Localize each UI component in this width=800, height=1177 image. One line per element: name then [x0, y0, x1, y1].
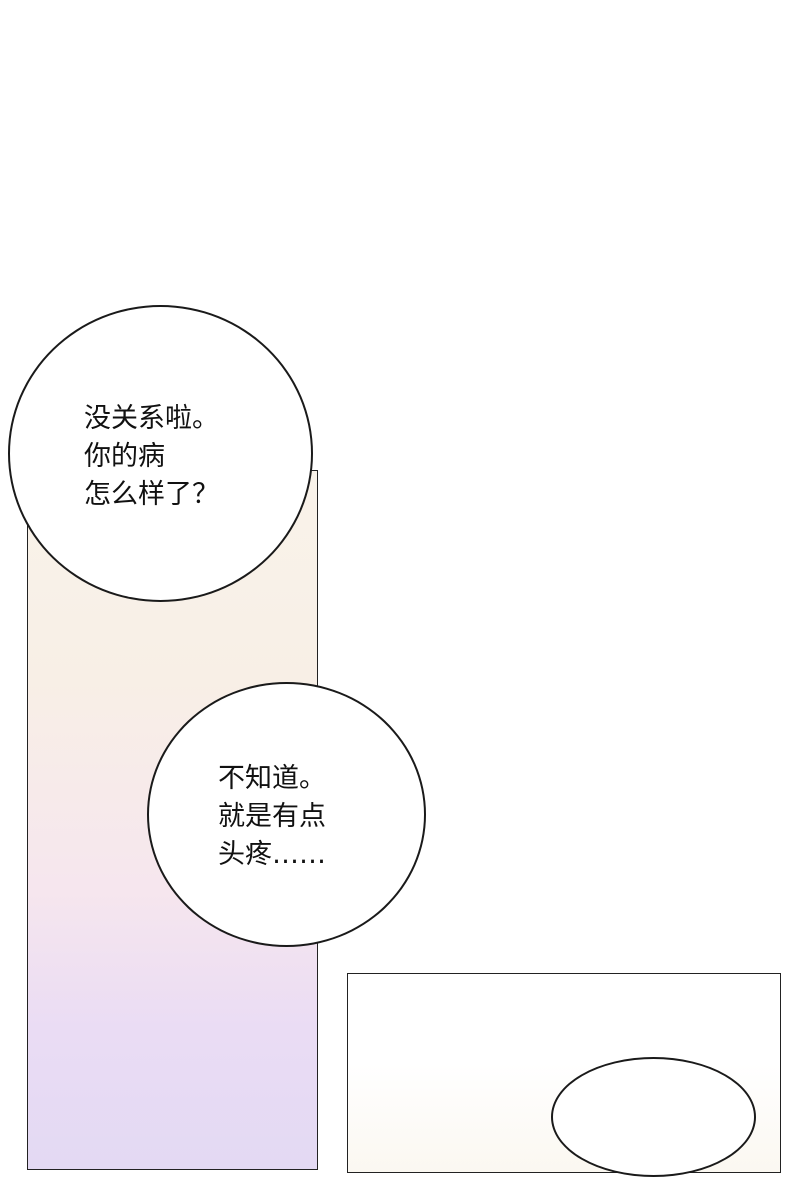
speech-line: 怎么样了？ [84, 479, 219, 510]
speech-text-1: 没关系啦。你的病怎么样了？ [84, 400, 219, 514]
speech-line: 不知道。 [218, 763, 326, 794]
speech-line: 没关系啦。 [84, 403, 219, 434]
speech-line: 头疼…… [218, 839, 326, 870]
speech-line: 就是有点 [218, 801, 326, 832]
speech-bubble-2: 不知道。就是有点头疼…… [147, 682, 426, 947]
speech-bubble-1: 没关系啦。你的病怎么样了？ [8, 305, 313, 602]
speech-bubble-3-partial [551, 1057, 756, 1177]
speech-line: 你的病 [84, 441, 165, 472]
speech-text-2: 不知道。就是有点头疼…… [218, 760, 326, 874]
